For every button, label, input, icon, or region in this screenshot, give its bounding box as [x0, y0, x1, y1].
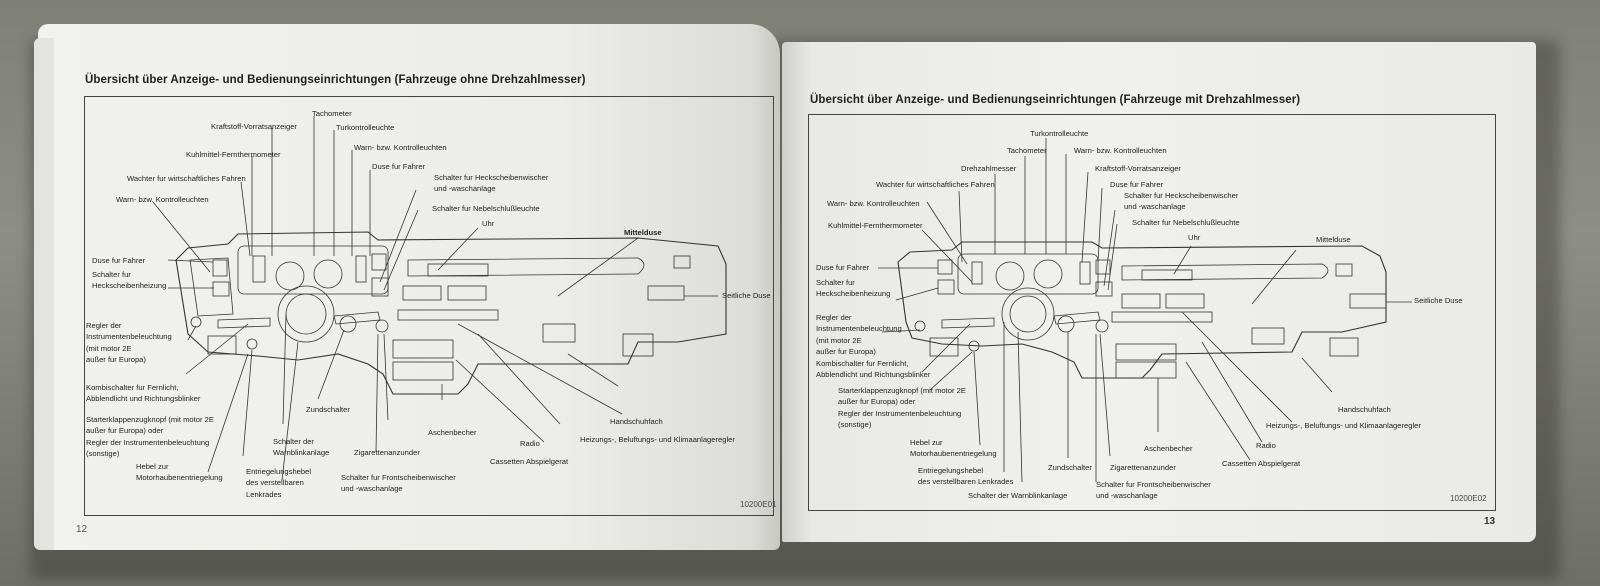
left-page: Übersicht über Anzeige- und Bedienungsei…	[34, 24, 780, 550]
label-tachometer-rpm: Drehzahlmesser	[961, 164, 1017, 173]
page-title: Übersicht über Anzeige- und Bedienungsei…	[85, 74, 586, 86]
label-driver-vent-top: Duse fur Fahrer	[1110, 180, 1164, 189]
dashboard-illustration	[878, 138, 1412, 483]
label-driver-vent-left: Duse fur Fahrer	[816, 263, 870, 272]
label-cigarette-lighter: Zigarettenanzunder	[1110, 463, 1176, 472]
label-cassette-player: Cassetten Abspielgerat	[490, 457, 569, 466]
label-cigarette-lighter: Zigarettenanzunder	[354, 448, 420, 457]
label-driver-vent-top: Duse fur Fahrer	[372, 162, 426, 171]
label-coolant-gauge: Kuhlmittel-Fernthermometer	[186, 150, 281, 159]
label-warning-lights-left: Warn- bzw. Kontrolleuchten	[827, 199, 920, 208]
label-cassette-player: Cassetten Abspielgerat	[1222, 459, 1301, 468]
label-ignition: Zundschalter	[1048, 463, 1092, 472]
label-radio: Radio	[1256, 441, 1276, 450]
label-radio: Radio	[520, 439, 540, 448]
label-turn-indicator: Turkontrolleuchte	[1030, 129, 1089, 138]
label-economy-monitor: Wachter fur wirtschaftliches Fahren	[876, 180, 995, 189]
label-economy-monitor: Wachter fur wirtschaftliches Fahren	[127, 174, 246, 183]
dashboard-illustration	[152, 116, 727, 481]
label-rear-fog-switch: Schalter fur Nebelschlußleuchte	[1132, 218, 1240, 227]
right-page: Übersicht über Anzeige- und Bedienungsei…	[782, 42, 1536, 542]
label-tachometer: Tachometer	[1007, 146, 1047, 155]
label-warning-lights-top: Warn- bzw. Kontrolleuchten	[1074, 146, 1167, 155]
figure-code: 10200E01	[740, 500, 777, 509]
label-climate-control: Heizungs-, Beluftungs- und Klimaanlagere…	[580, 435, 735, 444]
page-title: Übersicht über Anzeige- und Bedienungsei…	[810, 94, 1301, 106]
label-fuel-gauge: Kraftstoff-Vorratsanzeiger	[1095, 164, 1181, 173]
label-center-vent: Mittelduse	[624, 228, 662, 237]
label-side-vent: Seitliche Duse	[722, 291, 771, 300]
label-coolant-gauge: Kuhlmittel-Fernthermometer	[828, 221, 923, 230]
label-warning-lights-left: Warn- bzw. Kontrolleuchten	[116, 195, 209, 204]
figure-frame	[808, 114, 1496, 511]
label-rear-fog-switch: Schalter fur Nebelschlußleuchte	[432, 204, 540, 213]
page-number: 12	[76, 524, 88, 535]
label-fuel-gauge: Kraftstoff-Vorratsanzeiger	[211, 122, 297, 131]
label-combination-switch: Kombischalter fur Fernlicht,Abblendlicht…	[816, 359, 931, 380]
figure-code: 10200E02	[1450, 494, 1487, 503]
page-number: 13	[1484, 516, 1496, 527]
label-clock: Uhr	[1188, 233, 1201, 242]
label-driver-vent-left: Duse fur Fahrer	[92, 256, 146, 265]
label-ashtray: Aschenbecher	[428, 428, 477, 437]
label-hazard-switch: Schalter der Warnblinkanlage	[968, 491, 1068, 500]
label-tachometer: Tachometer	[312, 109, 352, 118]
label-glove-box: Handschuhfach	[1338, 405, 1391, 414]
label-climate-control: Heizungs-, Beluftungs- und Klimaanlagere…	[1266, 421, 1421, 430]
label-side-vent: Seitliche Duse	[1414, 296, 1463, 305]
label-ignition: Zundschalter	[306, 405, 350, 414]
label-combination-switch: Kombischalter fur Fernlicht,Abblendlicht…	[86, 383, 201, 404]
page-stack-edge	[34, 38, 54, 550]
label-center-vent: Mittelduse	[1316, 235, 1351, 244]
label-warning-lights-top: Warn- bzw. Kontrolleuchten	[354, 143, 447, 152]
label-turn-indicator: Turkontrolleuchte	[336, 123, 395, 132]
label-glove-box: Handschuhfach	[610, 417, 663, 426]
label-ashtray: Aschenbecher	[1144, 444, 1193, 453]
label-clock: Uhr	[482, 219, 495, 228]
figure-frame	[84, 96, 774, 516]
